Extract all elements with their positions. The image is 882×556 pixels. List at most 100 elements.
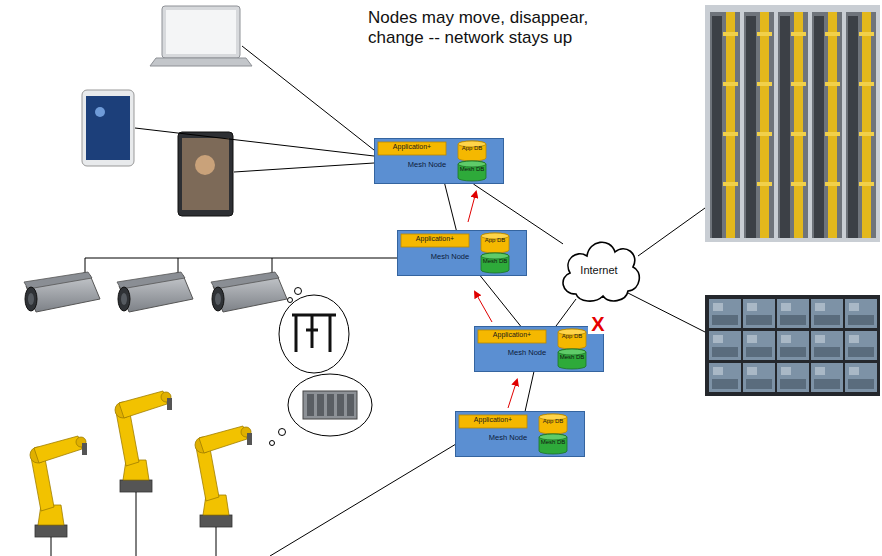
bubble-dot	[295, 288, 302, 295]
laptop-icon	[150, 6, 252, 66]
tablet-icon	[178, 132, 233, 216]
db-text: Mesh DB	[539, 439, 567, 446]
server-racks	[710, 12, 876, 238]
mesh-db-cylinder	[481, 253, 509, 273]
internet-cloud: Internet	[556, 230, 642, 306]
videowall-wire	[626, 292, 705, 332]
mesh-box	[398, 231, 527, 276]
mesh-db-cylinder	[539, 434, 567, 454]
phone-body	[82, 90, 134, 166]
network-link	[445, 184, 457, 230]
fault-mark: X	[588, 314, 608, 334]
gantry-icon	[292, 315, 336, 352]
videowall-frame	[705, 295, 880, 396]
robot-arm	[195, 426, 252, 527]
bubble-dot	[288, 298, 293, 303]
bubble-outline	[279, 295, 349, 373]
db-text: Mesh DB	[558, 354, 586, 361]
datacenter-photo	[705, 5, 880, 242]
phone-screen-glow	[95, 107, 105, 117]
phone-icon	[82, 90, 134, 166]
camera-bus	[85, 258, 397, 259]
db-text: Mesh DB	[458, 166, 486, 173]
app-bar	[459, 415, 527, 428]
datacenter-wire	[638, 208, 705, 256]
app-db-cylinder	[558, 329, 586, 349]
app-bar-text: Application+	[402, 235, 468, 243]
mesh-db-cylinder	[458, 161, 486, 181]
db-text: App DB	[558, 333, 586, 340]
node-name: Mesh Node	[500, 349, 554, 358]
bubble-dot	[270, 441, 275, 446]
laptop-base	[150, 58, 252, 66]
plc-module	[347, 394, 354, 416]
bubble-dot	[279, 429, 286, 436]
app-bar-text: Application+	[379, 143, 445, 151]
phone-screen	[86, 96, 130, 160]
camera-drop	[272, 258, 273, 272]
route-arrow	[508, 380, 517, 408]
plc-rack	[303, 391, 357, 419]
mesh-node: Application+ Mesh Node App DB Mesh DB	[474, 326, 604, 372]
cloud-text: Internet	[564, 264, 634, 277]
camera-drop	[85, 258, 86, 272]
robot-arm	[30, 436, 87, 537]
videowall-screens	[709, 299, 877, 393]
robot-arm	[115, 391, 172, 492]
laptop-display	[166, 10, 236, 54]
route-arrow	[468, 192, 476, 222]
node-name: Mesh Node	[400, 161, 454, 170]
db-text: App DB	[539, 418, 567, 425]
mesh-box	[475, 327, 604, 372]
network-link	[525, 372, 534, 411]
db-text: App DB	[481, 237, 509, 244]
mesh-node: Application+ Mesh Node App DB Mesh DB	[455, 411, 585, 457]
camera-icon	[117, 272, 193, 312]
videowall-photo	[705, 295, 880, 396]
laptop-screen	[162, 6, 240, 58]
network-link	[556, 299, 576, 326]
app-db-cylinder	[481, 233, 509, 253]
mesh-box	[375, 139, 504, 184]
phone-wire	[135, 128, 374, 156]
cloud-outline	[563, 242, 639, 301]
db-text: Mesh DB	[481, 258, 509, 265]
db-text: App DB	[458, 145, 486, 152]
mesh-node: Application+ Mesh Node App DB Mesh DB	[374, 138, 504, 184]
app-bar-text: Application+	[460, 416, 526, 424]
laptop-wire	[242, 46, 374, 150]
camera-drop	[178, 258, 179, 272]
tablet-body	[178, 132, 233, 216]
caption-note: Nodes may move, disappear, change -- net…	[368, 8, 618, 49]
tablet-picture	[195, 155, 215, 175]
robot-wire	[51, 537, 52, 556]
mesh-box	[456, 412, 585, 457]
thought-bubble	[279, 288, 349, 374]
plc-module	[307, 394, 314, 416]
plc-module	[337, 394, 344, 416]
app-db-cylinder	[539, 414, 567, 434]
tablet-wire	[234, 163, 374, 172]
app-bar	[378, 142, 446, 155]
node-name: Mesh Node	[423, 253, 477, 262]
bubble-outline	[288, 374, 372, 436]
plc-module	[317, 394, 324, 416]
app-bar-text: Application+	[479, 331, 545, 339]
camera-icon	[24, 272, 100, 312]
app-bar	[478, 330, 546, 343]
robot-trunk-wire	[270, 444, 456, 556]
robot-wire	[216, 527, 217, 556]
datacenter-ground	[705, 5, 880, 242]
network-link	[480, 276, 520, 326]
robot-wire	[136, 492, 137, 556]
mesh-node: Application+ Mesh Node App DB Mesh DB	[397, 230, 527, 276]
tablet-screen	[182, 138, 229, 210]
thought-bubble	[270, 374, 373, 446]
node-name: Mesh Node	[481, 434, 535, 443]
plc-module	[327, 394, 334, 416]
app-db-cylinder	[458, 141, 486, 161]
camera-icon	[211, 272, 287, 312]
